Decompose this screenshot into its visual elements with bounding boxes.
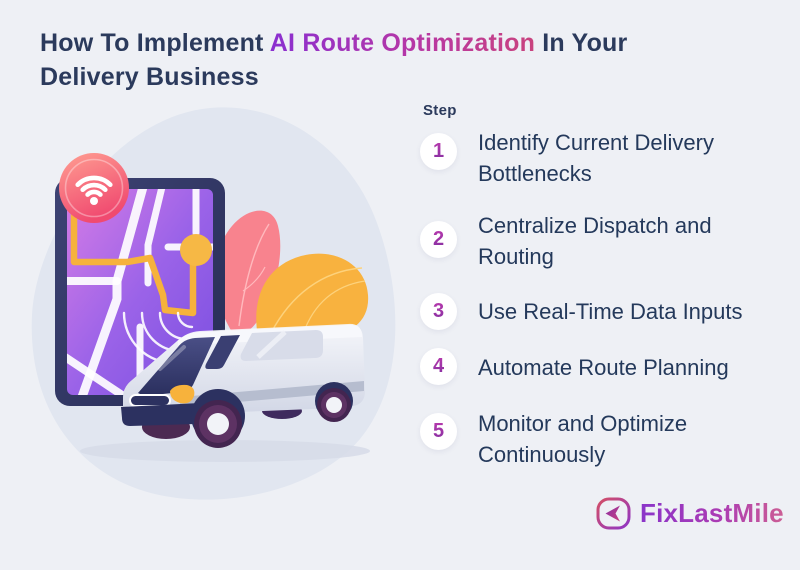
orange-leaf xyxy=(256,253,369,337)
page-title: How To Implement AI Route Optimization I… xyxy=(40,26,710,94)
brand-logo: FixLastMile xyxy=(596,497,784,530)
leaf-decorations xyxy=(215,210,369,337)
brand-name: FixLastMile xyxy=(640,498,784,528)
step-text: Centralize Dispatch and Routing xyxy=(478,213,712,269)
location-node-icon xyxy=(180,234,212,266)
step-number: 5 xyxy=(432,420,445,442)
step-number-badge: 3 xyxy=(420,293,457,330)
wifi-badge xyxy=(59,153,129,223)
step-text: Automate Route Planning xyxy=(478,355,729,380)
step-text: Monitor and Optimize Continuously xyxy=(478,411,688,467)
front-wheel xyxy=(194,400,242,448)
step-text: Use Real-Time Data Inputs xyxy=(478,299,743,324)
title-highlight: AI Route Optimization xyxy=(269,29,536,57)
step-number: 1 xyxy=(432,140,445,162)
wifi-icon xyxy=(75,175,113,197)
delivery-van xyxy=(121,323,365,448)
step-text: Identify Current Delivery Bottlenecks xyxy=(478,130,714,186)
step-number: 2 xyxy=(432,228,445,250)
step-number-badge: 5 xyxy=(420,413,457,450)
step-number-badge: 1 xyxy=(420,133,457,170)
step-number: 3 xyxy=(432,300,445,322)
rear-wheel xyxy=(317,388,351,422)
van-shadow xyxy=(80,440,370,462)
map-roads xyxy=(67,189,213,395)
title-suffix: In Your Delivery Business xyxy=(40,29,628,91)
delivery-illustration xyxy=(31,107,396,500)
map-route xyxy=(70,209,197,317)
navigation-arrow-icon xyxy=(596,497,631,530)
step-number: 4 xyxy=(432,355,445,377)
step-number-badge: 2 xyxy=(420,221,457,258)
title-prefix: How To Implement xyxy=(40,29,270,57)
steps-heading: Step xyxy=(423,102,457,119)
step-number-badge: 4 xyxy=(420,348,457,385)
